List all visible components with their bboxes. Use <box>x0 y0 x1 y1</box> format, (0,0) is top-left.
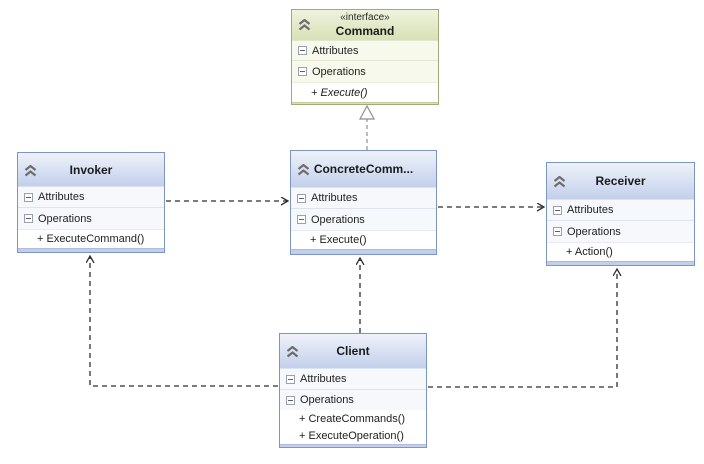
collapse-chevron-icon[interactable] <box>298 18 311 31</box>
collapse-chevron-icon[interactable] <box>553 175 566 188</box>
realization-concretecommand-to-command[interactable] <box>358 104 376 150</box>
operations-compartment[interactable]: Operations <box>280 389 426 410</box>
class-command[interactable]: «interface» Command Attributes Operation… <box>291 9 439 105</box>
compartment-label: Attributes <box>38 191 85 203</box>
collapse-minus-icon[interactable] <box>553 227 562 236</box>
operation-item[interactable]: + Execute() <box>292 82 438 102</box>
class-footer <box>291 249 436 254</box>
class-client[interactable]: Client Attributes Operations + CreateCom… <box>279 333 427 448</box>
collapse-minus-icon[interactable] <box>298 67 307 76</box>
class-footer <box>292 102 438 104</box>
dependency-client-to-receiver[interactable] <box>428 269 617 388</box>
operations-compartment[interactable]: Operations <box>291 208 436 230</box>
hollow-triangle-arrowhead <box>358 104 376 120</box>
operation-item[interactable]: + ExecuteCommand() <box>18 229 164 248</box>
collapse-minus-icon[interactable] <box>297 193 306 203</box>
attributes-compartment[interactable]: Attributes <box>547 199 694 220</box>
collapse-minus-icon[interactable] <box>286 395 295 405</box>
collapse-minus-icon[interactable] <box>24 192 33 202</box>
class-invoker[interactable]: Invoker Attributes Operations + ExecuteC… <box>17 152 165 253</box>
attributes-compartment[interactable]: Attributes <box>292 40 438 60</box>
class-title: Client <box>336 344 370 358</box>
compartment-label: Operations <box>300 394 354 406</box>
class-invoker-header[interactable]: Invoker <box>18 153 164 186</box>
class-title: Invoker <box>69 162 113 177</box>
class-footer <box>547 261 694 265</box>
operations-compartment[interactable]: Operations <box>18 207 164 229</box>
compartment-label: Operations <box>567 225 621 238</box>
operation-label: + CreateCommands() <box>299 413 406 425</box>
class-title: ConcreteComm... <box>313 162 414 176</box>
collapse-chevron-icon[interactable] <box>24 164 37 176</box>
class-receiver-header[interactable]: Receiver <box>547 163 694 199</box>
collapse-minus-icon[interactable] <box>24 214 33 223</box>
operations-compartment[interactable]: Operations <box>292 60 438 82</box>
compartment-label: Operations <box>311 213 365 226</box>
class-receiver[interactable]: Receiver Attributes Operations + Action(… <box>546 162 695 266</box>
operation-item[interactable]: + ExecuteOperation() <box>280 427 426 444</box>
compartment-label: Attributes <box>312 44 359 57</box>
compartment-label: Attributes <box>311 192 358 204</box>
class-concretecommand-header[interactable]: ConcreteComm... <box>291 151 436 187</box>
class-concretecommand[interactable]: ConcreteComm... Attributes Operations + … <box>290 150 437 255</box>
compartment-label: Attributes <box>567 204 614 216</box>
operation-label: + Execute() <box>311 86 368 99</box>
collapse-minus-icon[interactable] <box>286 374 295 384</box>
stereotype-label: «interface» <box>340 12 390 23</box>
class-footer <box>18 248 164 252</box>
collapse-chevron-icon[interactable] <box>297 163 310 176</box>
compartment-label: Operations <box>312 65 366 78</box>
operation-item[interactable]: + Execute() <box>291 230 436 249</box>
collapse-minus-icon[interactable] <box>553 205 562 215</box>
attributes-compartment[interactable]: Attributes <box>280 368 426 389</box>
operation-label: + ExecuteOperation() <box>299 430 404 442</box>
operation-label: + Action() <box>566 246 613 258</box>
class-footer <box>280 444 426 447</box>
class-title: Command <box>335 24 395 38</box>
operation-item[interactable]: + Action() <box>547 242 694 261</box>
class-title: Receiver <box>595 174 646 188</box>
class-client-header[interactable]: Client <box>280 334 426 368</box>
collapse-minus-icon[interactable] <box>297 215 306 224</box>
operations-compartment[interactable]: Operations <box>547 220 694 242</box>
dependency-client-to-invoker[interactable] <box>90 256 278 387</box>
compartment-label: Operations <box>38 212 92 225</box>
attributes-compartment[interactable]: Attributes <box>291 187 436 208</box>
operation-label: + ExecuteCommand() <box>37 233 145 245</box>
collapse-minus-icon[interactable] <box>298 46 307 55</box>
compartment-label: Attributes <box>300 373 347 385</box>
class-command-header[interactable]: «interface» Command <box>292 10 438 40</box>
operation-item[interactable]: + CreateCommands() <box>280 410 426 427</box>
attributes-compartment[interactable]: Attributes <box>18 186 164 207</box>
collapse-chevron-icon[interactable] <box>286 345 299 358</box>
operation-label: + Execute() <box>310 234 367 246</box>
